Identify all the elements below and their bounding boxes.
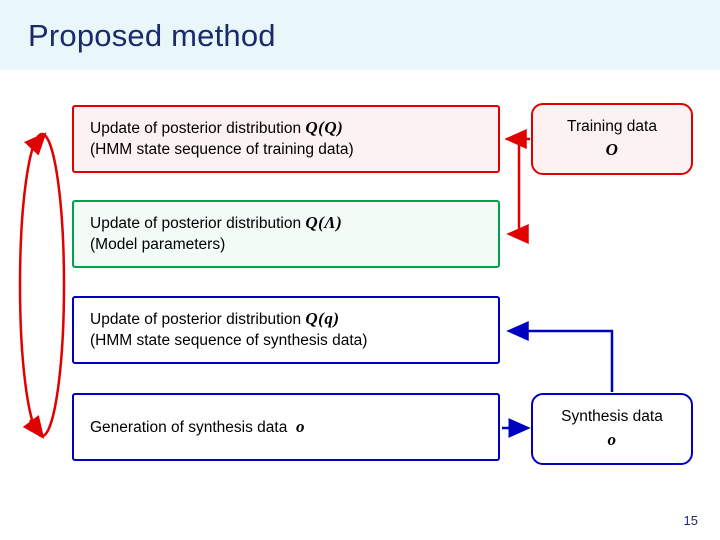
page-number: 15 [683,513,698,528]
box-training-data[interactable]: Training data O [531,103,693,175]
training-data-label: Training data [567,118,657,135]
box-posterior-distribution-q[interactable]: Update of posterior distribution Q(q) (H… [72,296,500,364]
training-to-posterior-Lambda-arrow [506,139,529,244]
box-generation-symbol: o [295,416,305,436]
header-band [0,0,720,70]
box-posterior-distribution-lambda[interactable]: Update of posterior distribution Q(Λ) (M… [72,200,500,268]
box-generation-line1: Generation of synthesis data [90,418,288,436]
box-posterior-Q-line1: Update of posterior distribution [90,120,302,138]
box-posterior-Q-line2: (HMM state sequence of training data) [90,141,354,158]
synthesis-to-posterior-q-arrow [506,321,614,392]
box-posterior-q-symbol: Q(q) [305,309,340,329]
box-posterior-q-line2: (HMM state sequence of synthesis data) [90,332,368,349]
box-posterior-Q-symbol: Q(Q) [305,118,344,138]
box-posterior-Lambda-line1: Update of posterior distribution [90,215,302,233]
box-generation-of-synthesis-data[interactable]: Generation of synthesis data o [72,393,500,461]
box-synthesis-data[interactable]: Synthesis data o [531,393,693,465]
page-title: Proposed method [28,18,276,53]
training-data-symbol: O [605,139,619,159]
box-posterior-q-line1: Update of posterior distribution [90,311,302,329]
synthesis-data-symbol: o [607,429,617,449]
iteration-loop-arrow [18,132,66,439]
box-posterior-Q-text: Update of posterior distribution Q(Q) (H… [90,117,354,161]
box-posterior-Lambda-symbol: Q(Λ) [305,213,343,233]
box-posterior-q-text: Update of posterior distribution Q(q) (H… [90,308,367,352]
box-posterior-Lambda-line2: (Model parameters) [90,236,226,253]
box-generation-text: Generation of synthesis data o [90,416,305,439]
box-posterior-distribution-Q[interactable]: Update of posterior distribution Q(Q) (H… [72,105,500,173]
synthesis-data-label: Synthesis data [561,408,663,425]
box-posterior-Lambda-text: Update of posterior distribution Q(Λ) (M… [90,212,342,256]
